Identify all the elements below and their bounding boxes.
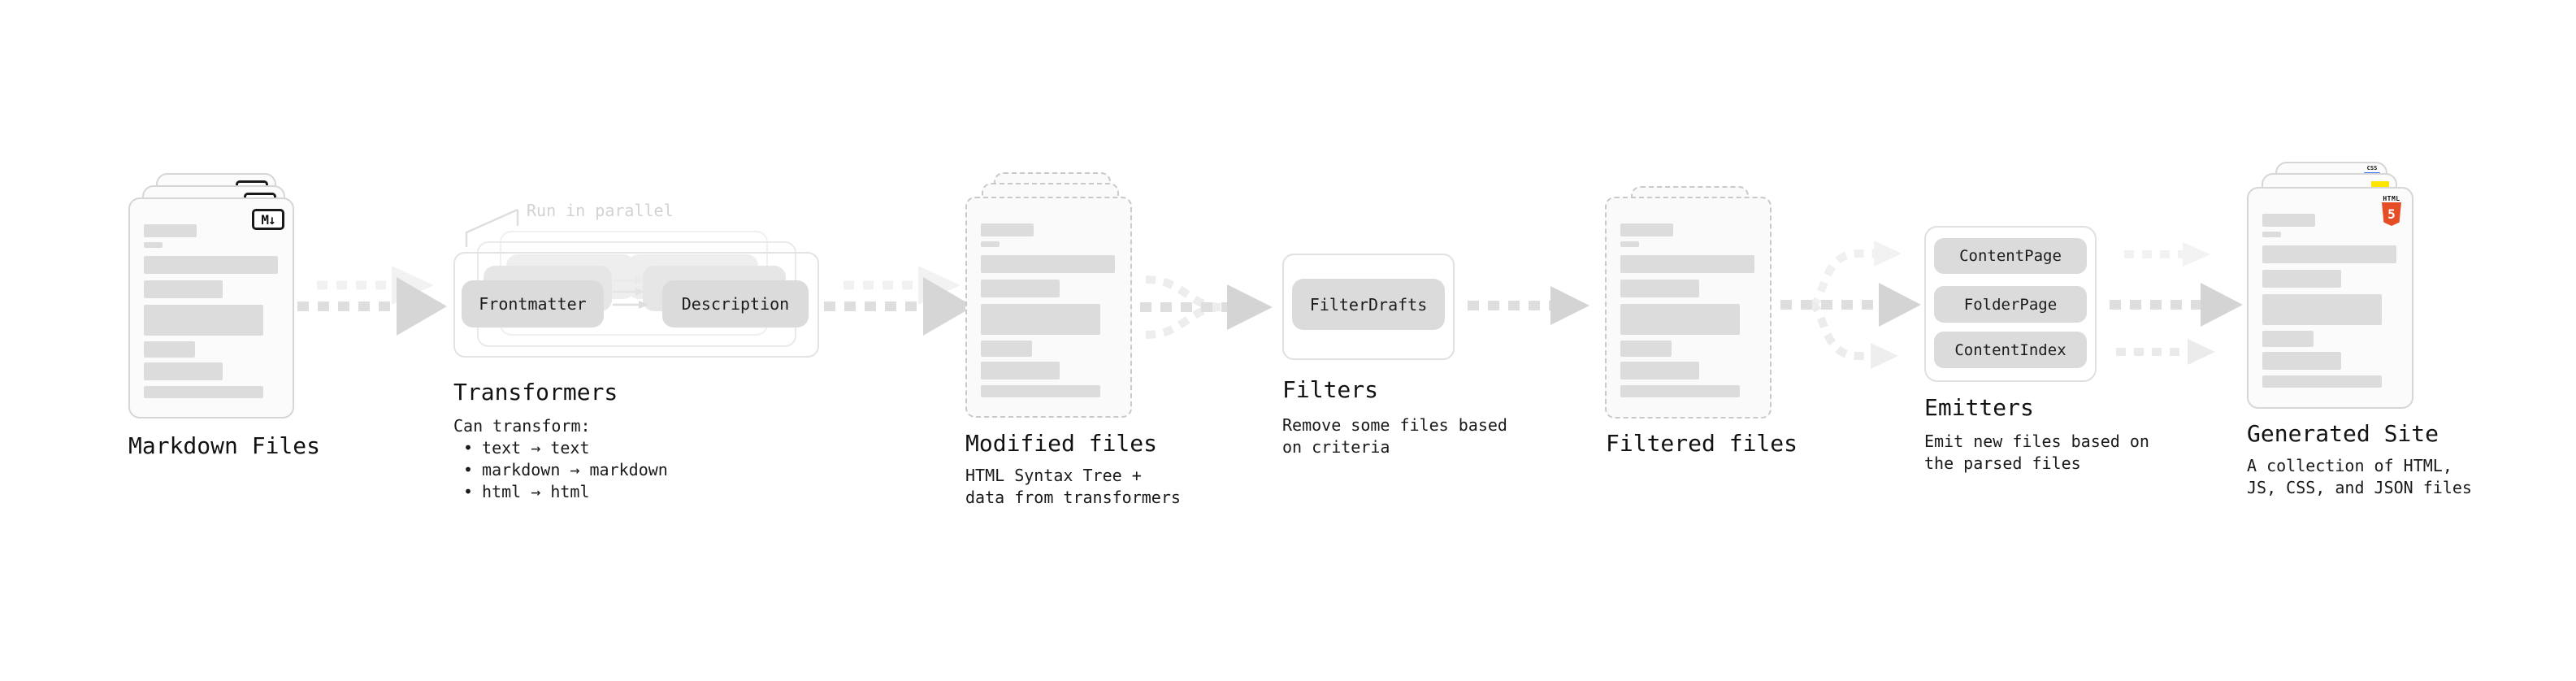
transform-bullet: • markdown → markdown [453, 459, 668, 481]
bullet-icon: • [463, 438, 474, 458]
content-line [1620, 280, 1699, 297]
bullet-icon: • [463, 482, 474, 501]
emitters-description: Emit new files based on the parsed files [1924, 431, 2149, 475]
content-line [2262, 270, 2341, 288]
bullet-text: text → text [482, 438, 590, 458]
filtered-files-title: Filtered files [1606, 430, 1798, 457]
html5-icon-shield: 5 [2382, 202, 2401, 226]
modified-files-title: Modified files [965, 430, 1158, 457]
transform-bullet: • html → html [453, 481, 668, 503]
bullet-text: html → html [482, 482, 590, 501]
description-line: Emit new files based on [1924, 432, 2149, 451]
content-line [1620, 385, 1740, 397]
html5-icon-number: 5 [2387, 206, 2396, 222]
content-line [1620, 340, 1672, 357]
content-line [981, 362, 1060, 380]
html5-icon-label: HTML [2383, 195, 2400, 202]
flow-arrow-emitters-to-generated [2110, 242, 2243, 365]
markdown-page-front: M↓ [128, 197, 294, 419]
content-line [1620, 362, 1699, 380]
content-line [144, 280, 223, 298]
folderpage-box: FolderPage [1934, 286, 2087, 323]
modified-files-description: HTML Syntax Tree + data from transformer… [965, 465, 1181, 509]
bullet-text: markdown → markdown [482, 460, 668, 479]
emitters-title: Emitters [1924, 394, 2034, 421]
content-line [981, 280, 1060, 297]
content-line [2262, 375, 2382, 388]
transform-bullet: • text → text [453, 437, 668, 459]
run-in-parallel-label: Run in parallel [527, 201, 674, 220]
transformers-title: Transformers [453, 379, 618, 406]
markdown-files-title: Markdown Files [128, 432, 321, 459]
run-in-parallel-callout-line [465, 208, 519, 247]
content-line [144, 386, 263, 398]
content-line [2262, 331, 2314, 347]
generated-site-title: Generated Site [2247, 420, 2439, 447]
content-line [2262, 352, 2341, 370]
flow-arrow-filters-to-filtered [1468, 286, 1589, 325]
flow-arrow-filtered-to-emitters [1780, 241, 1921, 369]
filters-description: Remove some files based on criteria [1282, 414, 1507, 458]
markdown-icon: M↓ [252, 209, 284, 230]
filters-title: Filters [1282, 376, 1379, 403]
content-line [1620, 255, 1754, 273]
css-icon-label: CSS [2366, 165, 2378, 171]
contentindex-box: ContentIndex [1934, 332, 2087, 368]
content-line [981, 340, 1032, 357]
description-line: the parsed files [1924, 453, 2081, 473]
content-line [981, 304, 1100, 335]
transformers-description: Can transform: • text → text • markdown … [453, 415, 668, 503]
description-line: data from transformers [965, 488, 1181, 507]
frontmatter-box: Frontmatter [462, 280, 604, 327]
contentpage-box: ContentPage [1934, 238, 2087, 274]
description-line: on criteria [1282, 437, 1390, 457]
content-line [981, 385, 1100, 397]
content-line [144, 256, 278, 274]
filterdrafts-box: FilterDrafts [1292, 279, 1445, 330]
flow-arrow-markdown-to-transformers [297, 266, 447, 336]
flow-arrow-transformers-to-modified [824, 266, 974, 336]
content-line [981, 223, 1034, 236]
html5-icon: HTML 5 [2381, 195, 2402, 226]
description-line: HTML Syntax Tree + [965, 466, 1142, 485]
content-line [144, 224, 197, 237]
modified-page-front [965, 197, 1132, 418]
transformers-description-heading: Can transform: [453, 416, 591, 436]
content-line [2262, 294, 2382, 325]
content-line [144, 362, 223, 380]
bullet-icon: • [463, 460, 474, 479]
content-line [144, 305, 263, 336]
content-line [2262, 214, 2315, 227]
generated-page-front: HTML 5 [2247, 187, 2413, 409]
transformer-layer-front [453, 252, 819, 358]
content-line [981, 255, 1115, 273]
flow-arrow-modified-to-filters [1140, 275, 1273, 339]
content-line [2262, 232, 2281, 237]
content-line [144, 341, 195, 358]
description-line: Remove some files based [1282, 415, 1507, 435]
content-line [1620, 223, 1673, 236]
content-line [144, 242, 163, 248]
transformer-inner-arrows [613, 276, 648, 309]
filtered-page-front [1605, 197, 1772, 419]
generated-site-description: A collection of HTML, JS, CSS, and JSON … [2247, 455, 2472, 499]
content-line [2262, 245, 2396, 263]
description-line: A collection of HTML, [2247, 456, 2452, 475]
description-line: JS, CSS, and JSON files [2247, 478, 2472, 497]
content-line [981, 241, 1000, 247]
description-box: Description [662, 280, 809, 327]
content-line [1620, 304, 1740, 335]
content-line [1620, 241, 1639, 247]
